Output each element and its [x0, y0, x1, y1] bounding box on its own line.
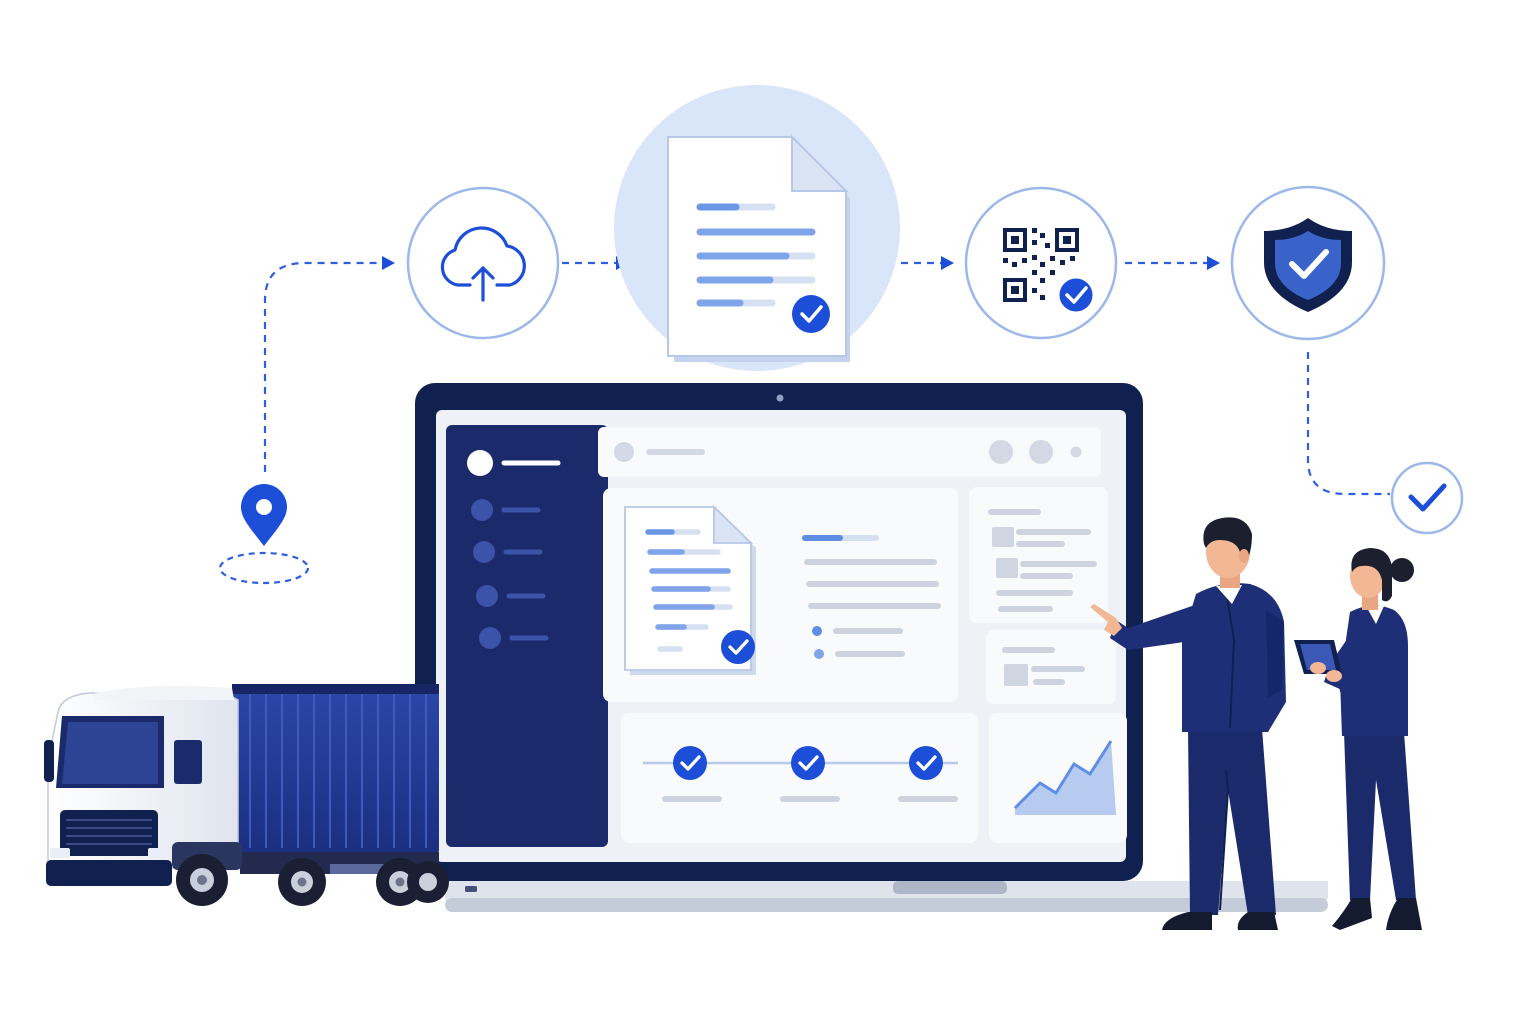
document-check-icon	[792, 295, 830, 333]
progress-step-2	[780, 746, 840, 802]
woman-shoe-left	[1332, 898, 1372, 930]
laptop-hinge-notch	[893, 881, 1007, 894]
woman-shirt-v	[1366, 606, 1384, 624]
woman-hair	[1351, 548, 1392, 602]
security-step	[1230, 185, 1386, 341]
progress-card	[621, 713, 978, 843]
arrowhead-icon	[941, 256, 954, 270]
man-shoe-right	[1237, 912, 1278, 930]
tablet-icon	[1294, 640, 1342, 674]
card-detail-lines	[802, 535, 941, 609]
sidebar-item[interactable]	[479, 627, 549, 649]
info-card-top	[969, 487, 1108, 623]
topbar-notification-icon[interactable]	[989, 440, 1013, 464]
sidebar-avatar	[467, 450, 493, 476]
arrowhead-icon	[1207, 256, 1220, 270]
cab-mirror	[44, 740, 54, 782]
document-text-lines	[696, 203, 816, 307]
card-document-check-icon	[721, 630, 755, 664]
connector-location-to-upload	[263, 261, 382, 472]
man-shirt-collar	[1216, 585, 1242, 604]
semi-truck	[44, 684, 449, 906]
check-circle-icon	[1408, 483, 1447, 512]
qr-step	[964, 186, 1118, 340]
cab-side-window	[174, 740, 202, 784]
step-check-icon	[680, 755, 701, 771]
cab-headlight-right	[148, 848, 168, 858]
location-target-ring	[218, 551, 310, 585]
document-card	[603, 488, 958, 702]
trend-chart-card	[989, 713, 1127, 843]
cab-bumper	[46, 860, 172, 886]
step-check-icon	[916, 755, 937, 771]
progress-step-1	[662, 746, 722, 802]
info-card-bottom	[986, 630, 1116, 704]
qr-code-check-icon	[1056, 275, 1096, 315]
workflow-connectors	[263, 261, 1390, 496]
laptop-base-edge	[445, 898, 1328, 912]
upload-step	[406, 186, 560, 340]
man-hair	[1203, 517, 1252, 562]
laptop-camera	[776, 394, 784, 402]
woman-with-tablet	[1294, 548, 1422, 930]
document-fold	[791, 134, 849, 192]
laptop	[415, 383, 1328, 912]
cab-headlight-left	[50, 848, 70, 858]
sidebar-item[interactable]	[471, 499, 541, 521]
document-step	[614, 85, 900, 371]
sidebar-item[interactable]	[476, 585, 546, 607]
laptop-port	[465, 886, 477, 892]
qr-code-icon	[1003, 228, 1079, 302]
location-step	[218, 484, 310, 585]
topbar-logo	[614, 442, 634, 462]
topbar-profile-icon[interactable]	[1029, 440, 1053, 464]
step-check-icon	[798, 755, 819, 771]
dashboard-topbar	[598, 427, 1101, 477]
trend-chart-line	[1013, 740, 1113, 810]
progress-step-3	[898, 746, 958, 802]
verified-step	[1390, 461, 1464, 535]
cloud-upload-icon	[440, 226, 526, 302]
woman-trousers	[1344, 732, 1416, 900]
man-trousers	[1188, 728, 1276, 915]
topbar-menu-icon[interactable]	[1070, 446, 1082, 458]
shield-check-icon	[1264, 218, 1352, 312]
cab-roof-fairing	[95, 685, 234, 700]
sidebar-nav-items	[471, 499, 549, 649]
trailer-ribs	[249, 692, 427, 848]
man-arm-pointing	[1110, 604, 1210, 650]
arrowhead-icon	[382, 256, 395, 270]
man-pointing	[1090, 517, 1286, 930]
cab-grille-bars	[66, 819, 152, 845]
woman-hair-bun	[1390, 558, 1414, 582]
cab-grille-frame	[60, 810, 158, 856]
truck-wheels	[176, 854, 449, 906]
sidebar-item[interactable]	[473, 541, 543, 563]
dashboard-sidebar	[446, 425, 608, 847]
connector-shield-to-verified	[1306, 352, 1390, 496]
trailer-body	[232, 684, 439, 854]
man-shoe-left	[1162, 912, 1212, 930]
man-hand	[1090, 604, 1122, 636]
woman-shoe-right	[1386, 898, 1422, 930]
